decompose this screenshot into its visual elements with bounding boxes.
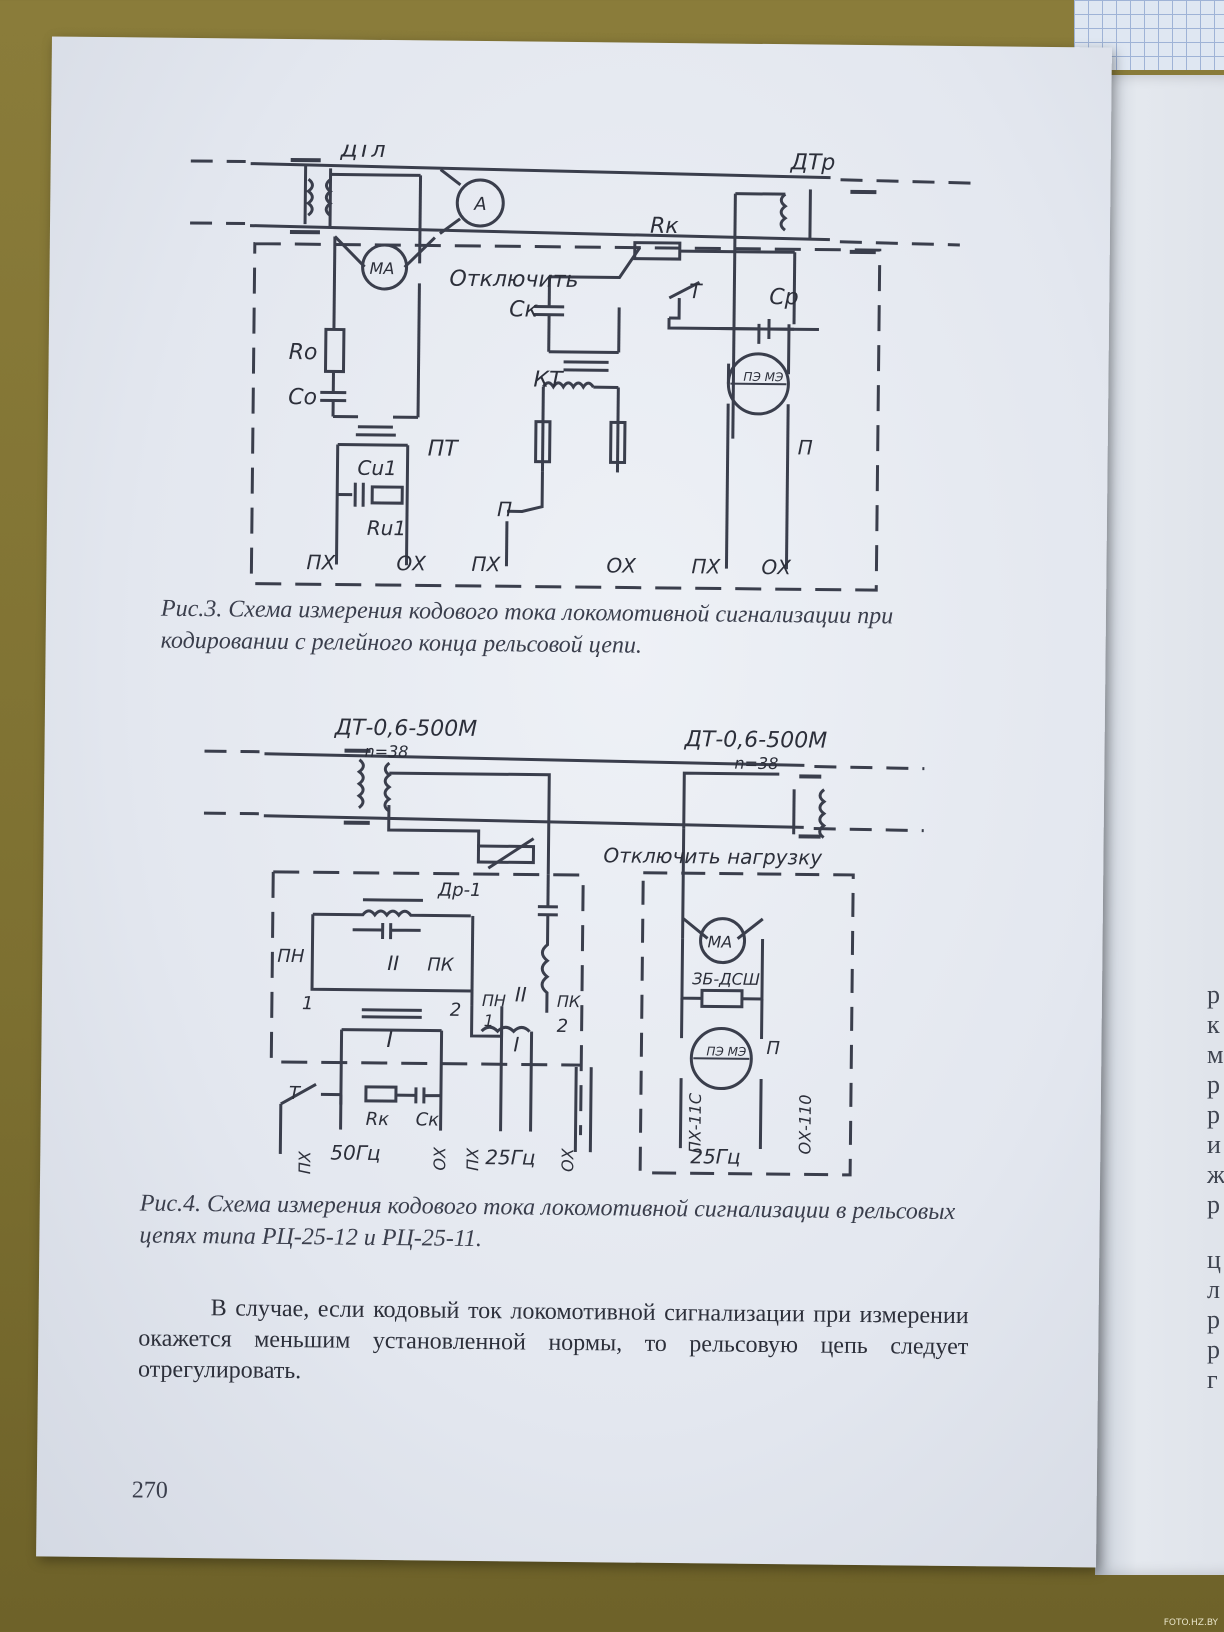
fig3-label-p-right: П [798,435,813,459]
fig4-label-dt-left: ДТ-0,6-500М [334,715,478,742]
fig3-label-px1: ПХ [306,550,336,574]
fig4-label-two-mid: 2 [557,1016,569,1037]
fig4-label-f25: 25Гц [485,1145,535,1170]
fig4-label-disconnect-load-text: Отключить нагрузку [603,843,823,869]
facing-page-letter: р [1207,1335,1220,1364]
figure-3-schematic: A МА ПЭ МЭ ДТл ДТр Отключить Rк Ск Т Ср … [190,143,971,592]
fig3-label-ma: МА [369,259,394,278]
fig4-label-pn-left: ПН [277,946,305,967]
fig4-label-pk-mid: ПК [557,992,581,1011]
fig4-label-i-left: I [386,1028,393,1053]
facing-page-letter: ж [1207,1160,1224,1189]
fig4-label-ox110: ОХ-110 [795,1094,815,1154]
fig4-label-px11c: ПХ-11С [685,1092,705,1153]
fig3-label-dtr: ДТр [790,150,836,175]
fig4-label-ii-left: II [387,951,399,975]
fig4-label-one-mid: 1 [484,1011,494,1030]
fig4-label-p: П [766,1038,780,1059]
fig4-label-disconnect-load: Отключить нагрузку [603,843,823,869]
fig4-label-rk: Rк [366,1109,390,1130]
figure-3-caption: Рис.3. Схема измерения кодового тока лок… [160,595,894,659]
facing-page-letter: м [1207,1040,1224,1069]
figure-4-caption: Рис.4. Схема измерения кодового тока лок… [139,1190,956,1253]
fig4-label-ox: ОХ [430,1146,449,1171]
fig3-label-ci1: Сu1 [357,456,397,480]
figure-4-schematic: МА ПЭ МЭ ДТ-0,6-500М n=38 ДТ-0,6-500М n=… [203,715,925,1177]
fig3-label-co: Co [288,385,317,410]
fig3-label-t: Т [689,279,703,303]
facing-page-letter: г [1207,1365,1218,1394]
fig4-label-n-left: n=38 [364,742,408,761]
facing-page-letter: ц [1207,1245,1221,1274]
fig3-label-cp: Ср [769,285,799,310]
fig4-label-pkh: ПХ [463,1147,482,1171]
body-paragraph: В случае, если кодовый ток локомотивной … [138,1292,969,1394]
page-number: 270 [131,1477,168,1504]
fig3-label-ck: Ск [509,297,539,322]
facing-page-letter: р [1207,1100,1220,1129]
fig4-label-zbdsh: ЗБ-ДСШ [692,969,760,989]
facing-page-letter: р [1207,980,1220,1009]
figure-3-diagram: A МА ПЭ МЭ ДТл ДТр Отключить Rк Ск Т Ср … [186,143,991,621]
fig3-label-dtl: ДТл [340,143,386,163]
fig3-label-px2: ПХ [471,552,501,576]
fig4-label-dr1: Др-1 [437,880,482,901]
fig3-label-px3: ПХ [691,554,721,578]
paragraph-indent [139,1314,211,1315]
body-paragraph-text: В случае, если кодовый ток локомотивной … [137,1295,969,1385]
fig4-label-dt-right: ДТ-0,6-500М [684,727,828,754]
fig4-label-f25-right: 25Гц [690,1144,740,1169]
fig4-label-pn-mid: ПН [482,991,506,1010]
fig4-label-t: Т [289,1083,302,1104]
fig3-label-ammeter: A [473,194,487,215]
facing-page-letter: к [1207,1010,1220,1039]
fig4-label-one-left: 1 [302,993,314,1014]
fig3-label-p-left: П [497,497,512,521]
fig3-label-kt: КТ [533,368,564,393]
facing-page-letter: и [1207,1130,1221,1159]
fig4-label-ii-mid: II [515,982,527,1006]
fig3-label-relay: ПЭ МЭ [743,370,784,384]
fig4-label-f50: 50Гц [330,1140,380,1165]
fig3-label-pt: ПТ [428,436,460,461]
fig3-label-ri1: Ru1 [367,516,407,540]
facing-page-letter: р [1207,1190,1220,1219]
fig4-label-ox-mid: ОХ [558,1147,577,1172]
watermark: FOTO.HZ.BY [1163,1618,1218,1628]
facing-page-letter: л [1207,1275,1220,1304]
fig4-label-two-left: 2 [450,1000,462,1021]
fig3-label-rk: Rк [650,214,680,239]
fig4-label-px: ПХ [295,1150,314,1174]
fig3-label-ox3: ОХ [761,555,792,579]
fig3-label-ro: Ro [289,340,318,365]
fig4-label-relay: ПЭ МЭ [706,1044,747,1058]
fig4-label-ck: Ск [416,1109,440,1130]
facing-page-letter: р [1207,1305,1220,1334]
fig4-label-ma: МА [707,932,732,951]
fig4-label-n-right: n=38 [734,754,778,773]
facing-page-edge: р к м р р и ж р ц л р р г [1095,75,1224,1575]
fig3-label-disconnect: Отключить [449,267,578,293]
figure-4-diagram: МА ПЭ МЭ ДТ-0,6-500М n=38 ДТ-0,6-500М n=… [200,703,965,1181]
book-page: A МА ПЭ МЭ ДТл ДТр Отключить Rк Ск Т Ср … [36,36,1112,1568]
fig4-label-i-mid: I [513,1032,519,1056]
fig3-label-ox2: ОХ [606,553,637,577]
facing-page-letter: р [1207,1070,1220,1099]
fig4-label-pk-left: ПК [427,954,455,975]
fig3-label-ox1: ОХ [396,551,427,575]
